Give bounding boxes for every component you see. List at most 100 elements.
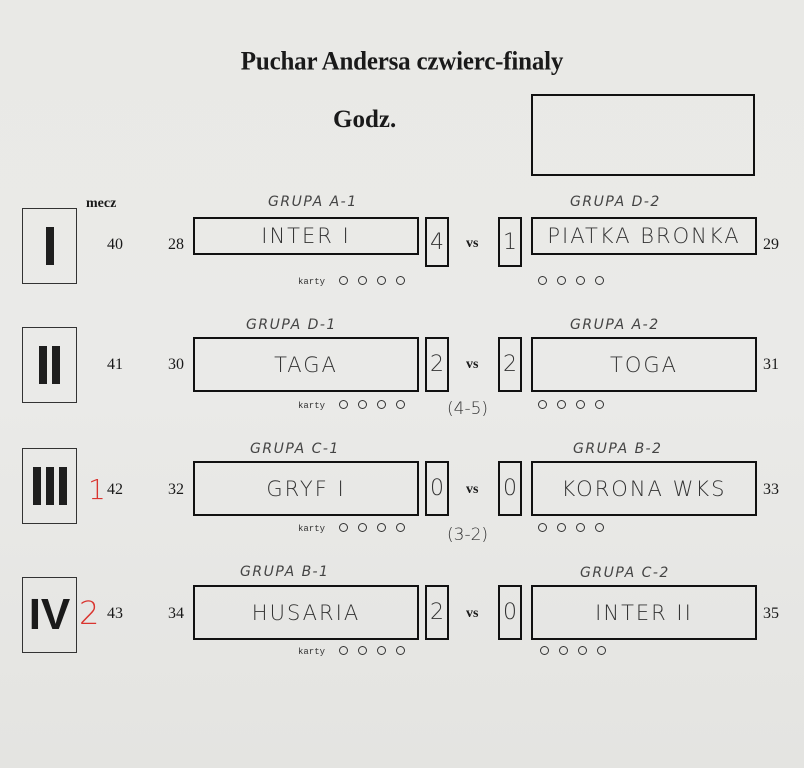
card-circle[interactable] [559, 646, 568, 655]
card-circle[interactable] [538, 276, 547, 285]
card-circle[interactable] [339, 646, 348, 655]
away-cards-checkboxes[interactable] [538, 276, 604, 285]
home-score-field[interactable]: 0 [425, 461, 449, 516]
roman-numeral-4: IV [28, 590, 71, 639]
home-team-field[interactable]: HUSARIA [193, 585, 419, 640]
away-team-field[interactable]: TOGA [531, 337, 757, 392]
home-seed: 28 [168, 236, 184, 253]
match-number: 41 [107, 356, 123, 373]
away-seed: 31 [763, 356, 779, 373]
match-roman-box [22, 327, 77, 403]
red-ranking-mark: 1 [88, 473, 106, 506]
card-circle[interactable] [557, 276, 566, 285]
away-seed: 29 [763, 236, 779, 253]
away-score-field[interactable]: 2 [498, 337, 522, 392]
card-circle[interactable] [595, 276, 604, 285]
roman-numeral-1 [45, 227, 54, 265]
away-score-field[interactable]: 1 [498, 217, 522, 267]
card-circle[interactable] [557, 400, 566, 409]
card-circle[interactable] [396, 646, 405, 655]
card-circle[interactable] [377, 400, 386, 409]
card-circle[interactable] [396, 523, 405, 532]
away-score-field[interactable]: 0 [498, 461, 522, 516]
home-cards-checkboxes[interactable] [339, 400, 405, 409]
card-circle[interactable] [578, 646, 587, 655]
card-circle[interactable] [358, 646, 367, 655]
vs-label: vs [466, 357, 479, 372]
home-seed: 32 [168, 481, 184, 498]
home-score-field[interactable]: 4 [425, 217, 449, 267]
home-score-field[interactable]: 2 [425, 585, 449, 640]
cards-label: karty [298, 647, 326, 657]
card-circle[interactable] [358, 276, 367, 285]
away-seed: 33 [763, 481, 779, 498]
match-row-4: IV 2 43 GRUPA B-1 34 HUSARIA 2 vs 0 GRUP… [0, 560, 804, 690]
card-circle[interactable] [396, 400, 405, 409]
card-circle[interactable] [358, 523, 367, 532]
card-circle[interactable] [576, 400, 585, 409]
home-seed: 34 [168, 605, 184, 622]
time-input-box[interactable] [531, 94, 755, 176]
away-group-label: GRUPA A-2 [570, 317, 660, 333]
cards-label: karty [298, 524, 326, 534]
away-score-field[interactable]: 0 [498, 585, 522, 640]
away-cards-checkboxes[interactable] [540, 646, 606, 655]
cards-label: karty [298, 277, 326, 287]
away-group-label: GRUPA C-2 [580, 565, 670, 581]
card-circle[interactable] [597, 646, 606, 655]
match-row-2: 41 GRUPA D-1 30 TAGA 2 vs 2 GRUPA A-2 TO… [0, 315, 804, 445]
penalty-score: (3-2) [447, 525, 489, 545]
card-circle[interactable] [339, 400, 348, 409]
home-group-label: GRUPA B-1 [240, 564, 330, 580]
match-row-1: 40 GRUPA A-1 28 INTER I 4 vs 1 GRUPA D-2… [0, 190, 804, 320]
home-team-field[interactable]: GRYF I [193, 461, 419, 516]
home-group-label: GRUPA A-1 [268, 194, 358, 210]
away-group-label: GRUPA B-2 [573, 441, 663, 457]
match-column-label: mecz [86, 196, 117, 211]
card-circle[interactable] [396, 276, 405, 285]
roman-numeral-3 [32, 467, 67, 505]
card-circle[interactable] [339, 276, 348, 285]
away-team-field[interactable]: PIATKA BRONKA [531, 217, 757, 255]
match-roman-box: IV [22, 577, 77, 653]
card-circle[interactable] [377, 523, 386, 532]
home-cards-checkboxes[interactable] [339, 276, 405, 285]
cards-label: karty [298, 401, 326, 411]
home-team-field[interactable]: INTER I [193, 217, 419, 255]
card-circle[interactable] [595, 523, 604, 532]
time-label: Godz. [333, 106, 397, 133]
roman-numeral-2 [39, 346, 60, 384]
card-circle[interactable] [377, 276, 386, 285]
red-ranking-mark: 2 [79, 594, 100, 632]
home-group-label: GRUPA C-1 [250, 441, 340, 457]
match-roman-box [22, 448, 77, 524]
card-circle[interactable] [339, 523, 348, 532]
home-group-label: GRUPA D-1 [246, 317, 337, 333]
away-team-field[interactable]: KORONA WKS [531, 461, 757, 516]
card-circle[interactable] [595, 400, 604, 409]
match-row-3: 1 42 GRUPA C-1 32 GRYF I 0 vs 0 GRUPA B-… [0, 437, 804, 567]
card-circle[interactable] [358, 400, 367, 409]
home-cards-checkboxes[interactable] [339, 523, 405, 532]
penalty-score: (4-5) [447, 399, 489, 419]
card-circle[interactable] [576, 276, 585, 285]
home-seed: 30 [168, 356, 184, 373]
away-team-field[interactable]: INTER II [531, 585, 757, 640]
card-circle[interactable] [540, 646, 549, 655]
card-circle[interactable] [538, 400, 547, 409]
vs-label: vs [466, 606, 479, 621]
card-circle[interactable] [377, 646, 386, 655]
match-number: 42 [107, 481, 123, 498]
away-cards-checkboxes[interactable] [538, 400, 604, 409]
card-circle[interactable] [557, 523, 566, 532]
away-group-label: GRUPA D-2 [570, 194, 661, 210]
page-title: Puchar Andersa czwierc-finaly [240, 47, 564, 76]
match-roman-box [22, 208, 77, 284]
home-score-field[interactable]: 2 [425, 337, 449, 392]
card-circle[interactable] [538, 523, 547, 532]
card-circle[interactable] [576, 523, 585, 532]
match-number: 43 [107, 605, 123, 622]
home-cards-checkboxes[interactable] [339, 646, 405, 655]
home-team-field[interactable]: TAGA [193, 337, 419, 392]
away-cards-checkboxes[interactable] [538, 523, 604, 532]
